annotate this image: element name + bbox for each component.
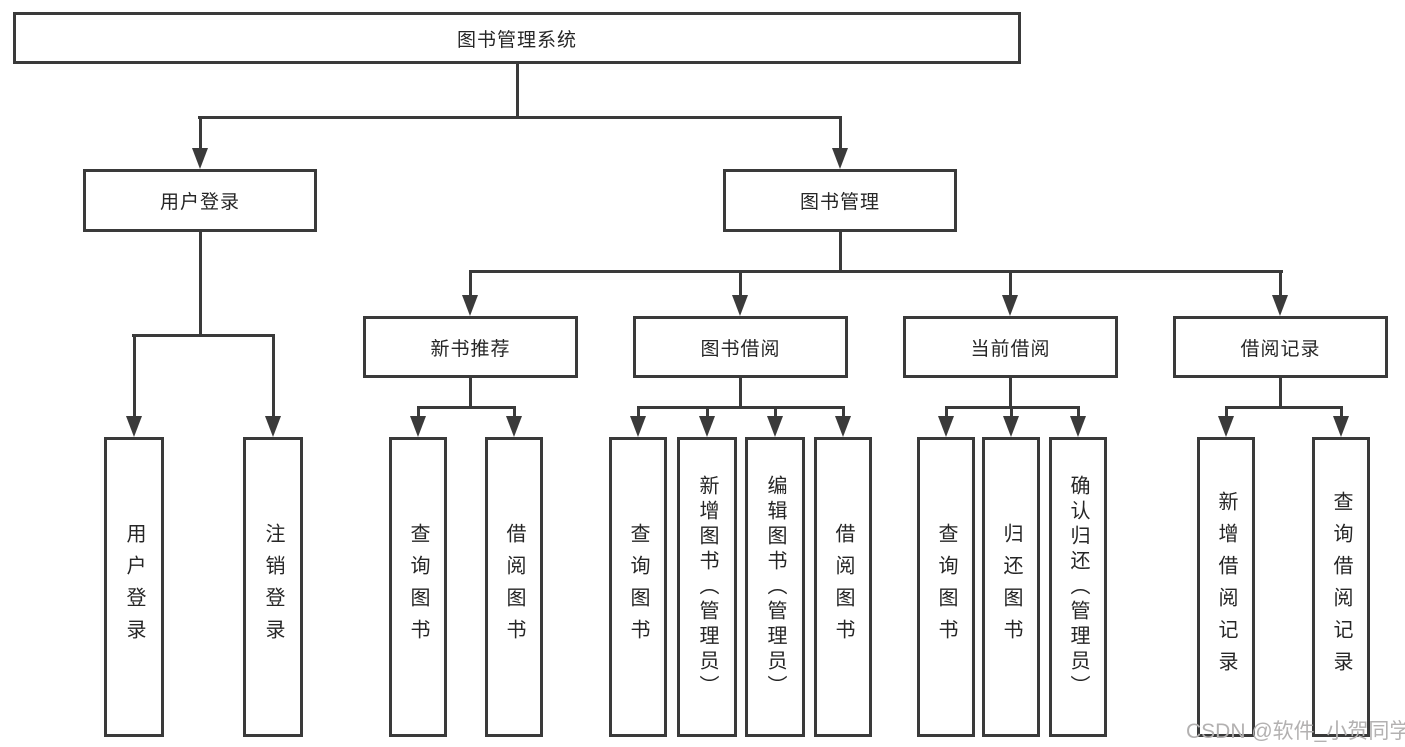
leaf-borrow-books: 借阅图书	[814, 437, 872, 737]
csdn-watermark: CSDN @软件_小贺同学	[1186, 720, 1405, 743]
arrow-down-icon	[832, 148, 848, 169]
leaf-logout: 注销登录	[243, 437, 303, 737]
leaf-logout-label: 注销登录	[262, 523, 284, 651]
connector-records-stem	[1279, 378, 1282, 409]
connector-drop-records	[1279, 270, 1282, 297]
leaf-borrow-books-label: 借阅图书	[832, 523, 854, 651]
leaf-query-books-recommend-label: 查询图书	[407, 523, 429, 651]
node-borrowing-records-label: 借阅记录	[1240, 338, 1321, 360]
connector-drop-leaf	[1010, 406, 1013, 418]
leaf-user-login: 用户登录	[104, 437, 164, 737]
arrow-down-icon	[192, 148, 208, 169]
connector-level3-hline	[469, 270, 1283, 273]
arrow-down-icon	[767, 416, 783, 437]
arrow-down-icon	[1272, 295, 1288, 316]
node-library-system: 图书管理系统	[13, 12, 1021, 64]
arrow-down-icon	[1218, 416, 1234, 437]
leaf-query-books-borrow: 查询图书	[609, 437, 667, 737]
node-user-login: 用户登录	[83, 169, 317, 232]
connector-drop-leaf	[637, 406, 640, 418]
connector-borrow-stem	[739, 378, 742, 409]
connector-drop-leaf	[1077, 406, 1080, 418]
node-book-borrowing: 图书借阅	[633, 316, 848, 378]
connector-login-hline	[132, 334, 275, 337]
connector-drop-borrow	[739, 270, 742, 297]
arrow-down-icon	[699, 416, 715, 437]
connector-drop-leaf	[272, 334, 275, 416]
connector-drop-leaf	[1340, 406, 1343, 418]
leaf-return-books-label: 归还图书	[1000, 523, 1022, 651]
leaf-query-borrow-record: 查询借阅记录	[1312, 437, 1370, 737]
connector-drop-user-login	[199, 116, 202, 150]
leaf-query-books-current: 查询图书	[917, 437, 975, 737]
connector-level1-hline	[198, 116, 842, 119]
leaf-add-borrow-record: 新增借阅记录	[1197, 437, 1255, 737]
connector-root-stem	[516, 64, 519, 117]
arrow-down-icon	[462, 295, 478, 316]
connector-borrow-hline	[637, 406, 845, 409]
leaf-user-login-label: 用户登录	[123, 523, 145, 651]
arrow-down-icon	[835, 416, 851, 437]
connector-drop-leaf	[706, 406, 709, 418]
connector-newbook-hline	[417, 406, 516, 409]
leaf-edit-book-admin-label: 编辑图书（管理员）	[764, 474, 786, 700]
arrow-down-icon	[410, 416, 426, 437]
connector-current-stem	[1009, 378, 1012, 409]
leaf-query-books-current-label: 查询图书	[935, 523, 957, 651]
arrow-down-icon	[265, 416, 281, 437]
leaf-add-book-admin: 新增图书（管理员）	[677, 437, 737, 737]
arrow-down-icon	[126, 416, 142, 437]
leaf-borrow-books-recommend: 借阅图书	[485, 437, 543, 737]
arrow-down-icon	[630, 416, 646, 437]
connector-bookmgr-stem	[839, 232, 842, 273]
connector-newbook-stem	[469, 378, 472, 409]
leaf-query-books-recommend: 查询图书	[389, 437, 447, 737]
arrow-down-icon	[1070, 416, 1086, 437]
node-book-borrowing-label: 图书借阅	[700, 338, 781, 360]
leaf-query-books-borrow-label: 查询图书	[627, 523, 649, 651]
leaf-add-borrow-record-label: 新增借阅记录	[1215, 491, 1237, 683]
connector-records-hline	[1225, 406, 1343, 409]
node-current-borrowing: 当前借阅	[903, 316, 1118, 378]
connector-drop-leaf	[774, 406, 777, 418]
connector-drop-leaf	[513, 406, 516, 418]
node-user-login-label: 用户登录	[159, 192, 240, 213]
leaf-confirm-return-admin: 确认归还（管理员）	[1049, 437, 1107, 737]
connector-drop-book-mgmt	[839, 116, 842, 150]
connector-drop-leaf	[842, 406, 845, 418]
connector-drop-leaf	[1225, 406, 1228, 418]
leaf-query-borrow-record-label: 查询借阅记录	[1330, 491, 1352, 683]
node-library-system-label: 图书管理系统	[456, 29, 577, 51]
arrow-down-icon	[1333, 416, 1349, 437]
leaf-borrow-books-recommend-label: 借阅图书	[503, 523, 525, 651]
leaf-confirm-return-admin-label: 确认归还（管理员）	[1067, 474, 1089, 700]
node-book-management: 图书管理	[723, 169, 957, 232]
node-new-book-recommend-label: 新书推荐	[430, 338, 511, 360]
leaf-edit-book-admin: 编辑图书（管理员）	[745, 437, 805, 737]
connector-drop-leaf	[945, 406, 948, 418]
connector-drop-leaf	[417, 406, 420, 418]
connector-login-stem	[199, 232, 202, 337]
leaf-add-book-admin-label: 新增图书（管理员）	[696, 474, 718, 700]
node-current-borrowing-label: 当前借阅	[970, 338, 1051, 360]
arrow-down-icon	[1003, 416, 1019, 437]
connector-drop-newbook	[469, 270, 472, 297]
leaf-return-books: 归还图书	[982, 437, 1040, 737]
node-borrowing-records: 借阅记录	[1173, 316, 1388, 378]
connector-drop-leaf	[133, 334, 136, 416]
arrow-down-icon	[938, 416, 954, 437]
node-new-book-recommend: 新书推荐	[363, 316, 578, 378]
arrow-down-icon	[1002, 295, 1018, 316]
connector-drop-current	[1009, 270, 1012, 297]
node-book-management-label: 图书管理	[799, 192, 880, 213]
arrow-down-icon	[506, 416, 522, 437]
arrow-down-icon	[732, 295, 748, 316]
